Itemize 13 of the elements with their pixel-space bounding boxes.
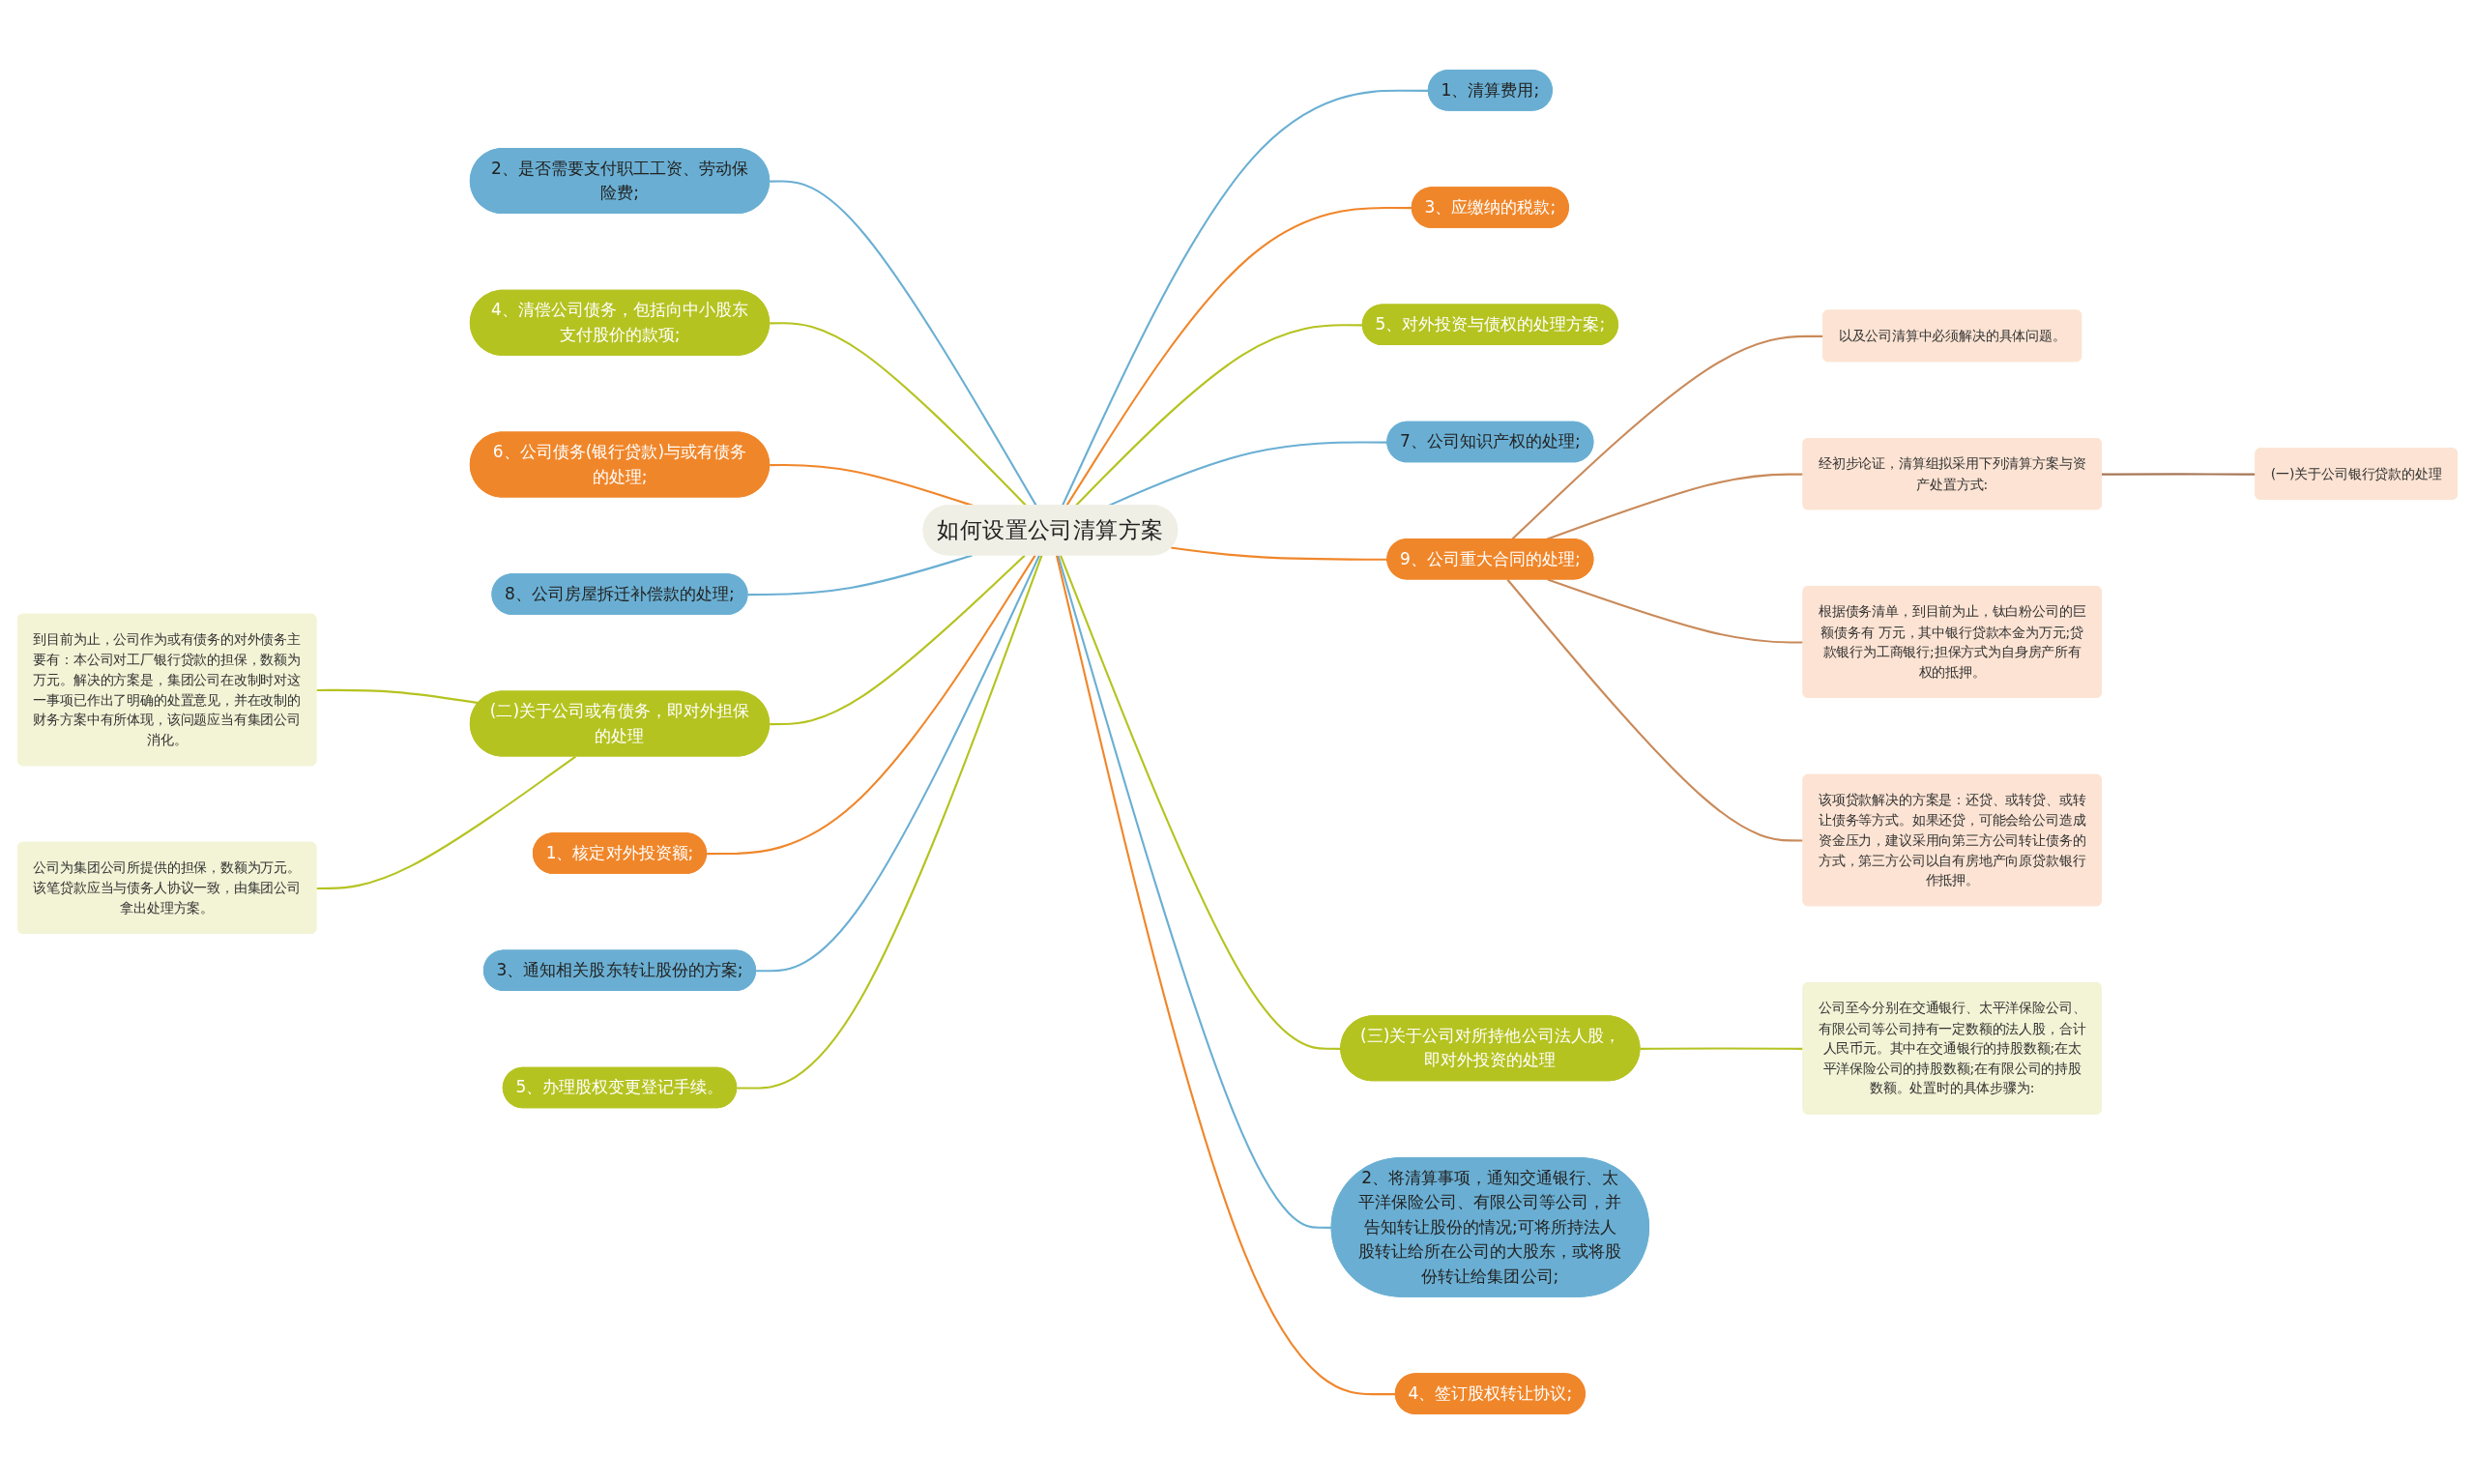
connector: [1065, 206, 1412, 507]
connector: [707, 554, 1036, 856]
connector: [756, 554, 1041, 973]
connector: [1055, 555, 1396, 1396]
connector: [316, 688, 480, 705]
connector: [316, 755, 576, 890]
connector: [770, 554, 1026, 726]
connector: [1057, 555, 1332, 1229]
connector: [1061, 89, 1429, 507]
connector: [1171, 546, 1388, 561]
connector: [770, 180, 1037, 507]
connector: [737, 555, 1043, 1090]
connector: [747, 554, 973, 597]
